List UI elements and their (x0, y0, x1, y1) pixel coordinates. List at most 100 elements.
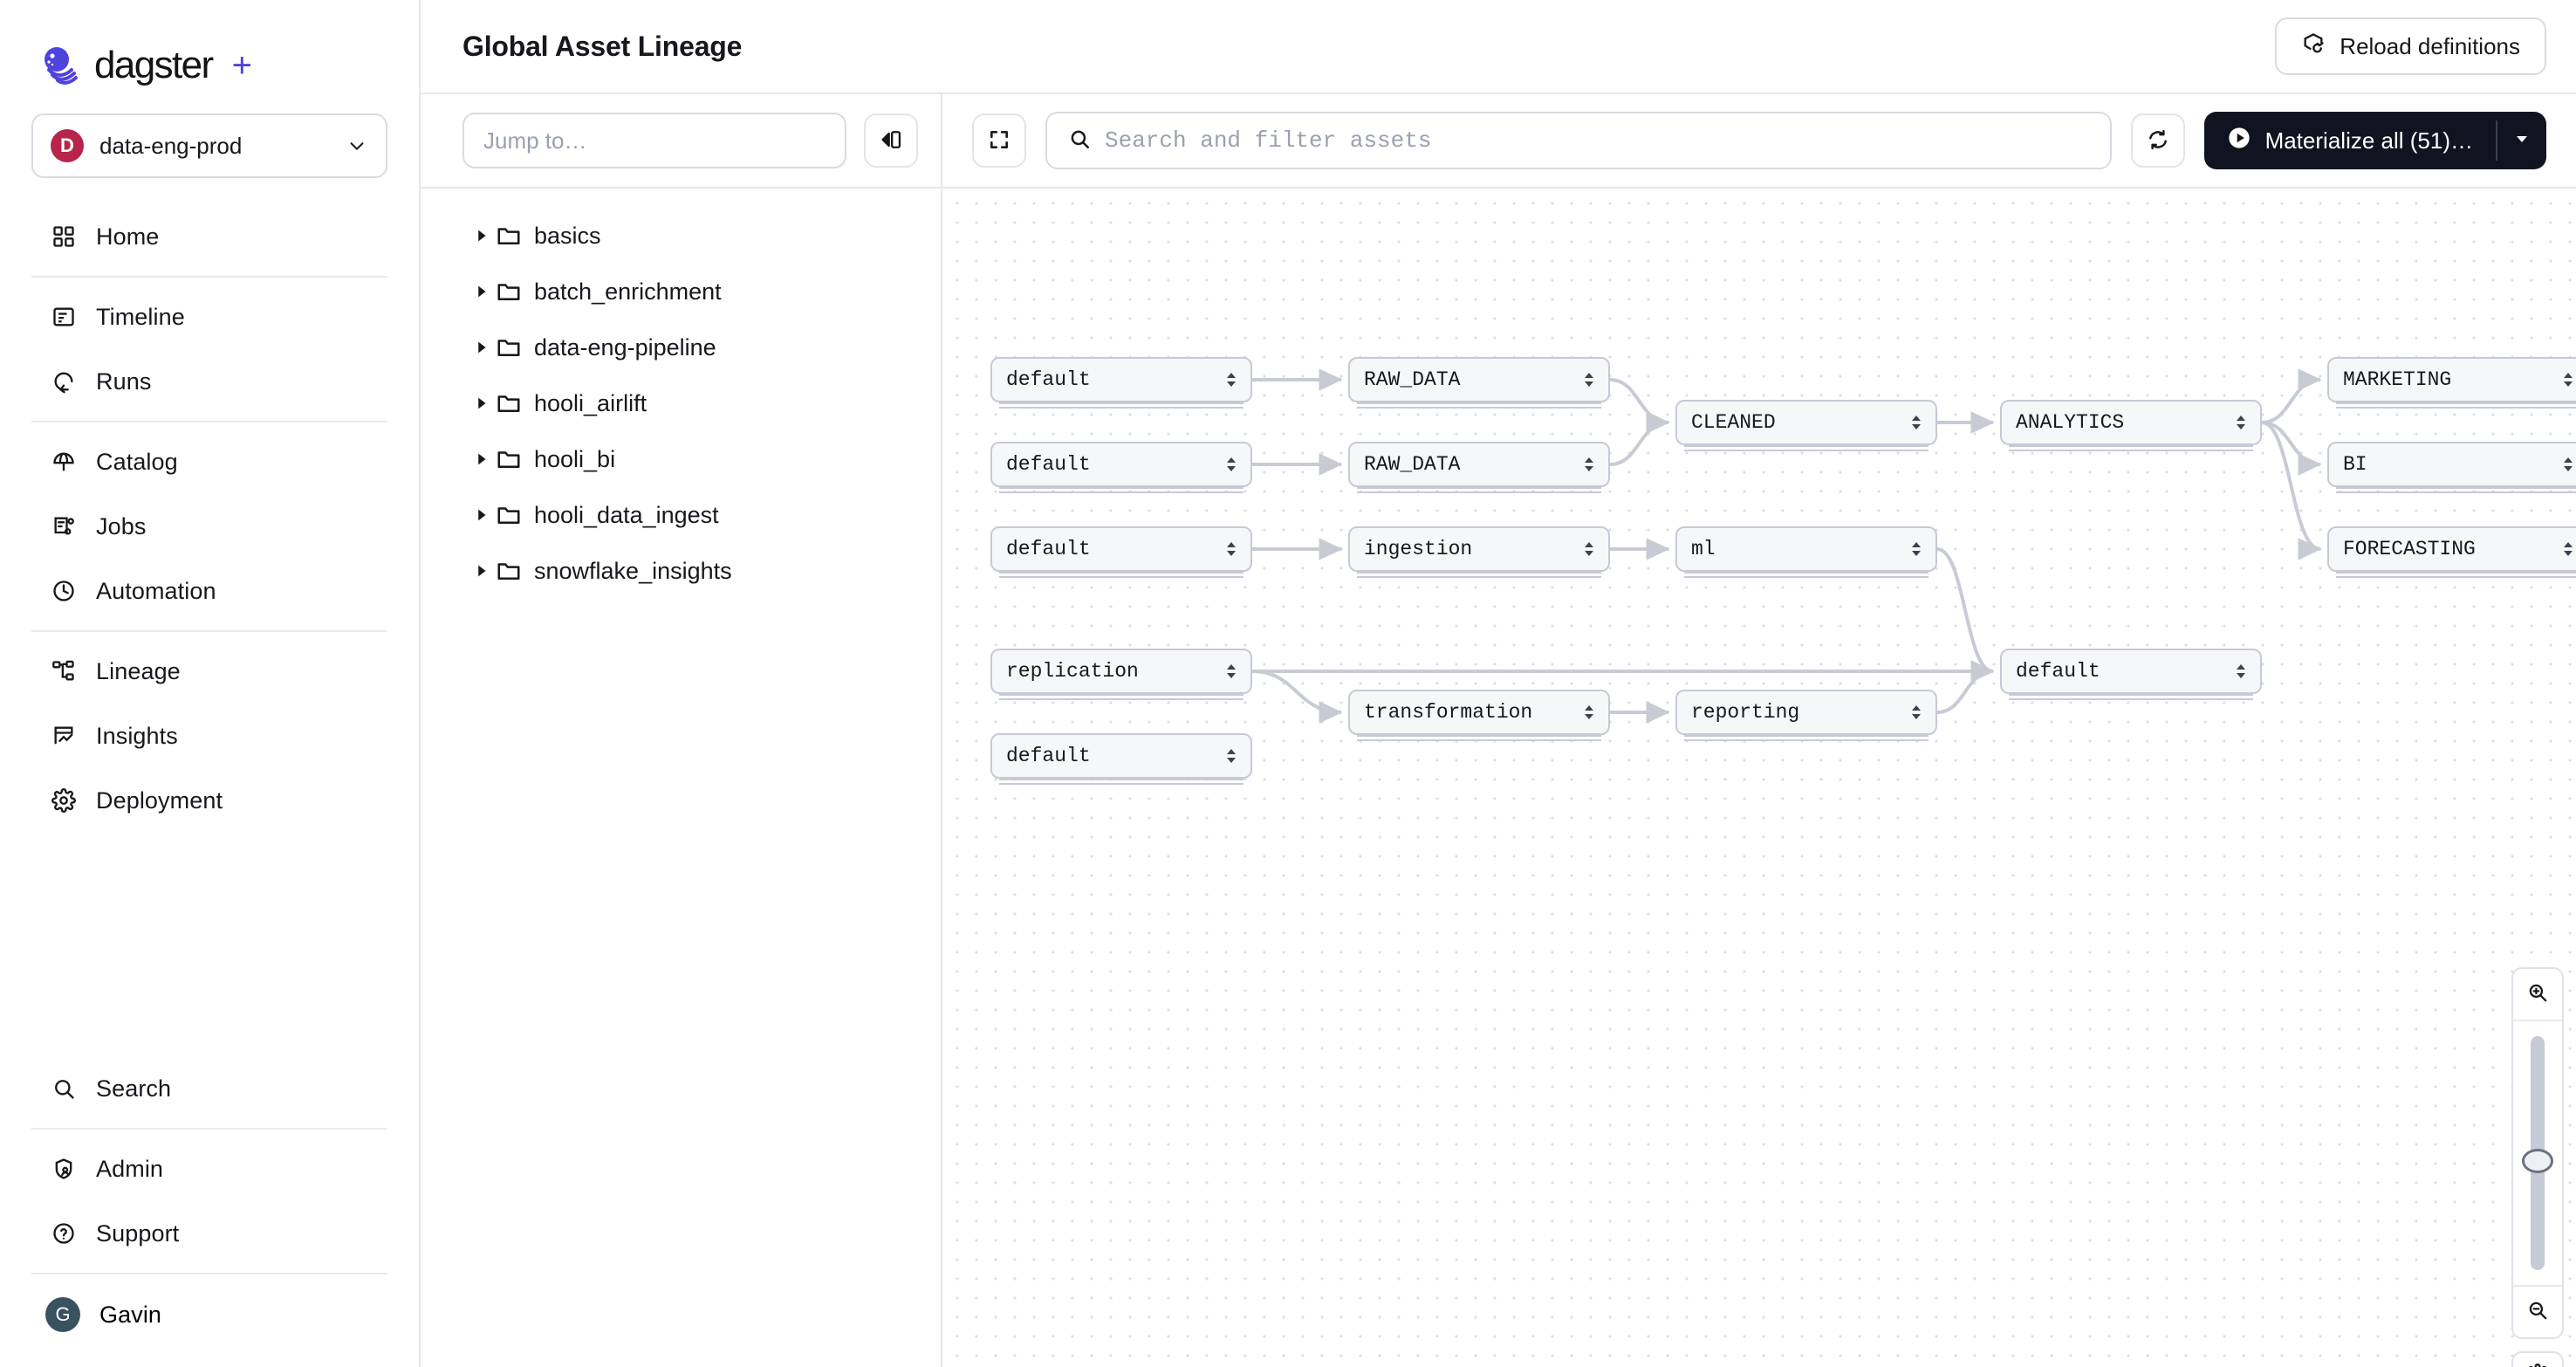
brand[interactable]: dagster + (0, 0, 419, 94)
tree-item[interactable]: basics (421, 208, 941, 264)
dagster-logo-icon (37, 43, 82, 88)
materialize-all-button[interactable]: Materialize all (51)… (2204, 112, 2496, 169)
sidebar-item-catalog[interactable]: Catalog (0, 429, 419, 494)
asset-group-node[interactable]: RAW_DATA (1348, 442, 1610, 493)
caret-right-icon[interactable] (466, 394, 496, 413)
expand-collapse-icon[interactable] (2234, 664, 2248, 678)
expand-collapse-icon[interactable] (1224, 749, 1238, 763)
sidebar-item-automation[interactable]: Automation (0, 559, 419, 623)
asset-group-node[interactable]: transformation (1348, 690, 1610, 741)
graph-settings-button[interactable] (2511, 1351, 2564, 1367)
asset-group-node-label: default (2016, 660, 2100, 683)
zoom-slider-thumb[interactable] (2522, 1149, 2553, 1173)
caret-right-icon[interactable] (466, 561, 496, 580)
sidebar-item-timeline[interactable]: Timeline (0, 285, 419, 349)
caret-right-icon[interactable] (466, 450, 496, 469)
expand-collapse-icon[interactable] (2561, 373, 2575, 387)
search-input[interactable] (1105, 127, 2089, 154)
asset-group-node[interactable]: RAW_DATA (1348, 357, 1610, 409)
toolbar-left (421, 94, 942, 187)
expand-collapse-icon[interactable] (1582, 373, 1596, 387)
sidebar-item-support[interactable]: Support (0, 1201, 419, 1266)
nav-group-2: Catalog Jobs Automation (0, 429, 419, 623)
asset-group-node[interactable]: default (990, 357, 1252, 409)
sidebar-item-jobs[interactable]: Jobs (0, 494, 419, 559)
asset-group-tree[interactable]: basics batch_enrichment data-eng-pipelin… (421, 189, 942, 1367)
sidebar-item-label: Support (96, 1219, 180, 1247)
reload-definitions-button[interactable]: Reload definitions (2275, 17, 2546, 75)
expand-collapse-icon[interactable] (1224, 373, 1238, 387)
expand-collapse-icon[interactable] (1909, 542, 1923, 556)
collapse-panel-icon (879, 127, 903, 155)
zoom-out-button[interactable] (2513, 1287, 2562, 1337)
jobs-icon (51, 513, 77, 539)
tree-item[interactable]: hooli_airlift (421, 375, 941, 431)
materialize-all-button-group[interactable]: Materialize all (51)… (2203, 112, 2546, 169)
asset-group-node[interactable]: CLEANED (1675, 400, 1937, 451)
nav-divider (31, 276, 387, 278)
jump-to-input[interactable] (462, 113, 846, 168)
expand-collapse-icon[interactable] (1582, 457, 1596, 471)
sidebar-item-deployment[interactable]: Deployment (0, 768, 419, 833)
asset-group-node[interactable]: reporting (1675, 690, 1937, 741)
insights-icon (51, 723, 77, 749)
collapse-panel-button[interactable] (864, 113, 918, 168)
asset-group-node[interactable]: replication (990, 649, 1252, 700)
caret-right-icon[interactable] (466, 505, 496, 525)
graph-edge (2261, 368, 2322, 424)
asset-group-node[interactable]: ANALYTICS (2000, 400, 2262, 451)
expand-collapse-icon[interactable] (1224, 542, 1238, 556)
tree-item[interactable]: hooli_data_ingest (421, 487, 941, 543)
tree-item-label: basics (534, 222, 601, 249)
zoom-slider[interactable] (2513, 1021, 2562, 1285)
caret-right-icon[interactable] (466, 282, 496, 301)
user-menu[interactable]: G Gavin (0, 1281, 419, 1348)
asset-group-node[interactable]: default (2000, 649, 2262, 700)
caret-right-icon[interactable] (466, 338, 496, 357)
tree-item[interactable]: snowflake_insights (421, 543, 941, 599)
asset-group-node[interactable]: ingestion (1348, 526, 1610, 578)
sidebar-item-home[interactable]: Home (0, 204, 419, 269)
fullscreen-button[interactable] (972, 113, 1026, 168)
asset-group-node[interactable]: BI (2327, 442, 2576, 493)
graph-edge (2261, 421, 2322, 476)
sidebar-item-search[interactable]: Search (0, 1056, 419, 1121)
expand-collapse-icon[interactable] (1909, 416, 1923, 429)
asset-group-node[interactable]: ml (1675, 526, 1937, 578)
gear-icon (51, 787, 77, 814)
asset-group-node[interactable]: FORECASTING (2327, 526, 2576, 578)
expand-collapse-icon[interactable] (1582, 705, 1596, 719)
expand-collapse-icon[interactable] (2234, 416, 2248, 429)
zoom-in-button[interactable] (2513, 969, 2562, 1020)
materialize-all-label: Materialize all (51)… (2264, 127, 2473, 154)
sidebar-item-insights[interactable]: Insights (0, 704, 419, 768)
asset-group-node[interactable]: default (990, 733, 1252, 785)
tree-item[interactable]: data-eng-pipeline (421, 319, 941, 375)
expand-collapse-icon[interactable] (2561, 457, 2575, 471)
control-divider (2513, 1020, 2562, 1021)
sidebar-item-admin[interactable]: Admin (0, 1137, 419, 1201)
tree-item[interactable]: hooli_bi (421, 431, 941, 487)
expand-collapse-icon[interactable] (1909, 705, 1923, 719)
expand-collapse-icon[interactable] (1224, 664, 1238, 678)
expand-collapse-icon[interactable] (2561, 542, 2575, 556)
expand-collapse-icon[interactable] (1582, 542, 1596, 556)
asset-group-node[interactable]: MARKETING (2327, 357, 2576, 409)
refresh-button[interactable] (2130, 113, 2185, 168)
asset-group-node[interactable]: default (990, 526, 1252, 578)
asset-group-node-label: ANALYTICS (2016, 411, 2125, 434)
folder-icon (496, 223, 534, 249)
sidebar-item-label: Catalog (96, 448, 178, 475)
asset-group-node[interactable]: default (990, 442, 1252, 493)
user-name: Gavin (99, 1301, 162, 1328)
caret-down-icon (2511, 128, 2532, 154)
asset-search-box[interactable] (1045, 112, 2112, 169)
expand-collapse-icon[interactable] (1224, 457, 1238, 471)
deployment-picker[interactable]: D data-eng-prod (31, 113, 387, 178)
sidebar-item-lineage[interactable]: Lineage (0, 639, 419, 704)
materialize-dropdown-button[interactable] (2497, 112, 2546, 169)
caret-right-icon[interactable] (466, 226, 496, 245)
sidebar-item-runs[interactable]: Runs (0, 349, 419, 414)
tree-item[interactable]: batch_enrichment (421, 264, 941, 319)
